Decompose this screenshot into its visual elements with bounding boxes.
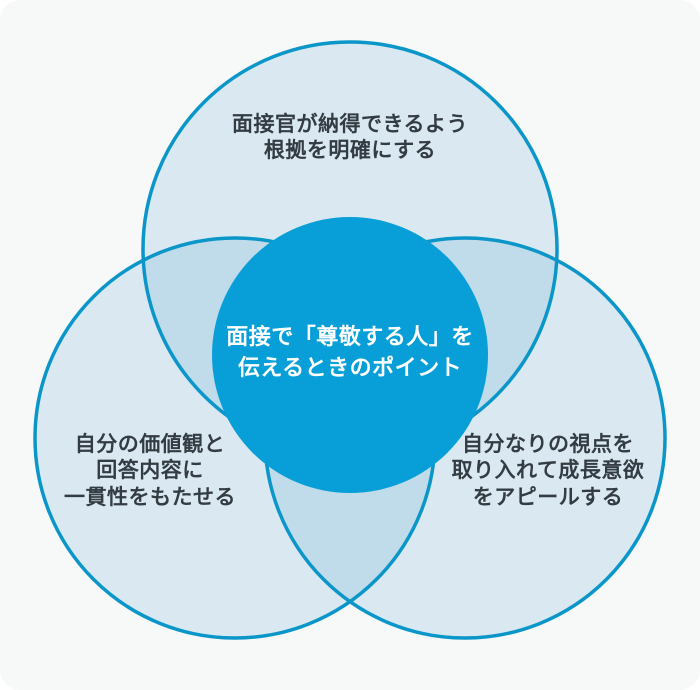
point-bottom-right-label: 自分なりの視点を 取り入れて成長意欲 をアピールする [418,432,678,511]
point-bottom-right-line-1: 自分なりの視点を [462,433,634,456]
point-top-line-1: 面接官が納得できるよう [231,113,469,136]
point-top-label: 面接官が納得できるよう 根拠を明確にする [150,112,550,165]
point-bottom-left-line-3: 一貫性をもたせる [64,485,236,509]
center-title-line-2: 伝えるときのポイント [237,354,463,380]
center-title: 面接で「尊敬する人」を 伝えるときのポイント [180,322,520,384]
point-bottom-right-line-2: 取り入れて成長意欲 [451,459,645,483]
center-circle [212,217,488,493]
point-bottom-right-line-3: をアピールする [472,485,624,509]
point-bottom-left-line-1: 自分の価値観と [74,433,226,456]
point-bottom-left-label: 自分の価値観と 回答内容に 一貫性をもたせる [20,432,280,511]
point-bottom-left-line-2: 回答内容に [96,459,204,483]
center-title-line-1: 面接で「尊敬する人」を [226,324,474,349]
point-top-line-2: 根拠を明確にする [263,139,437,163]
